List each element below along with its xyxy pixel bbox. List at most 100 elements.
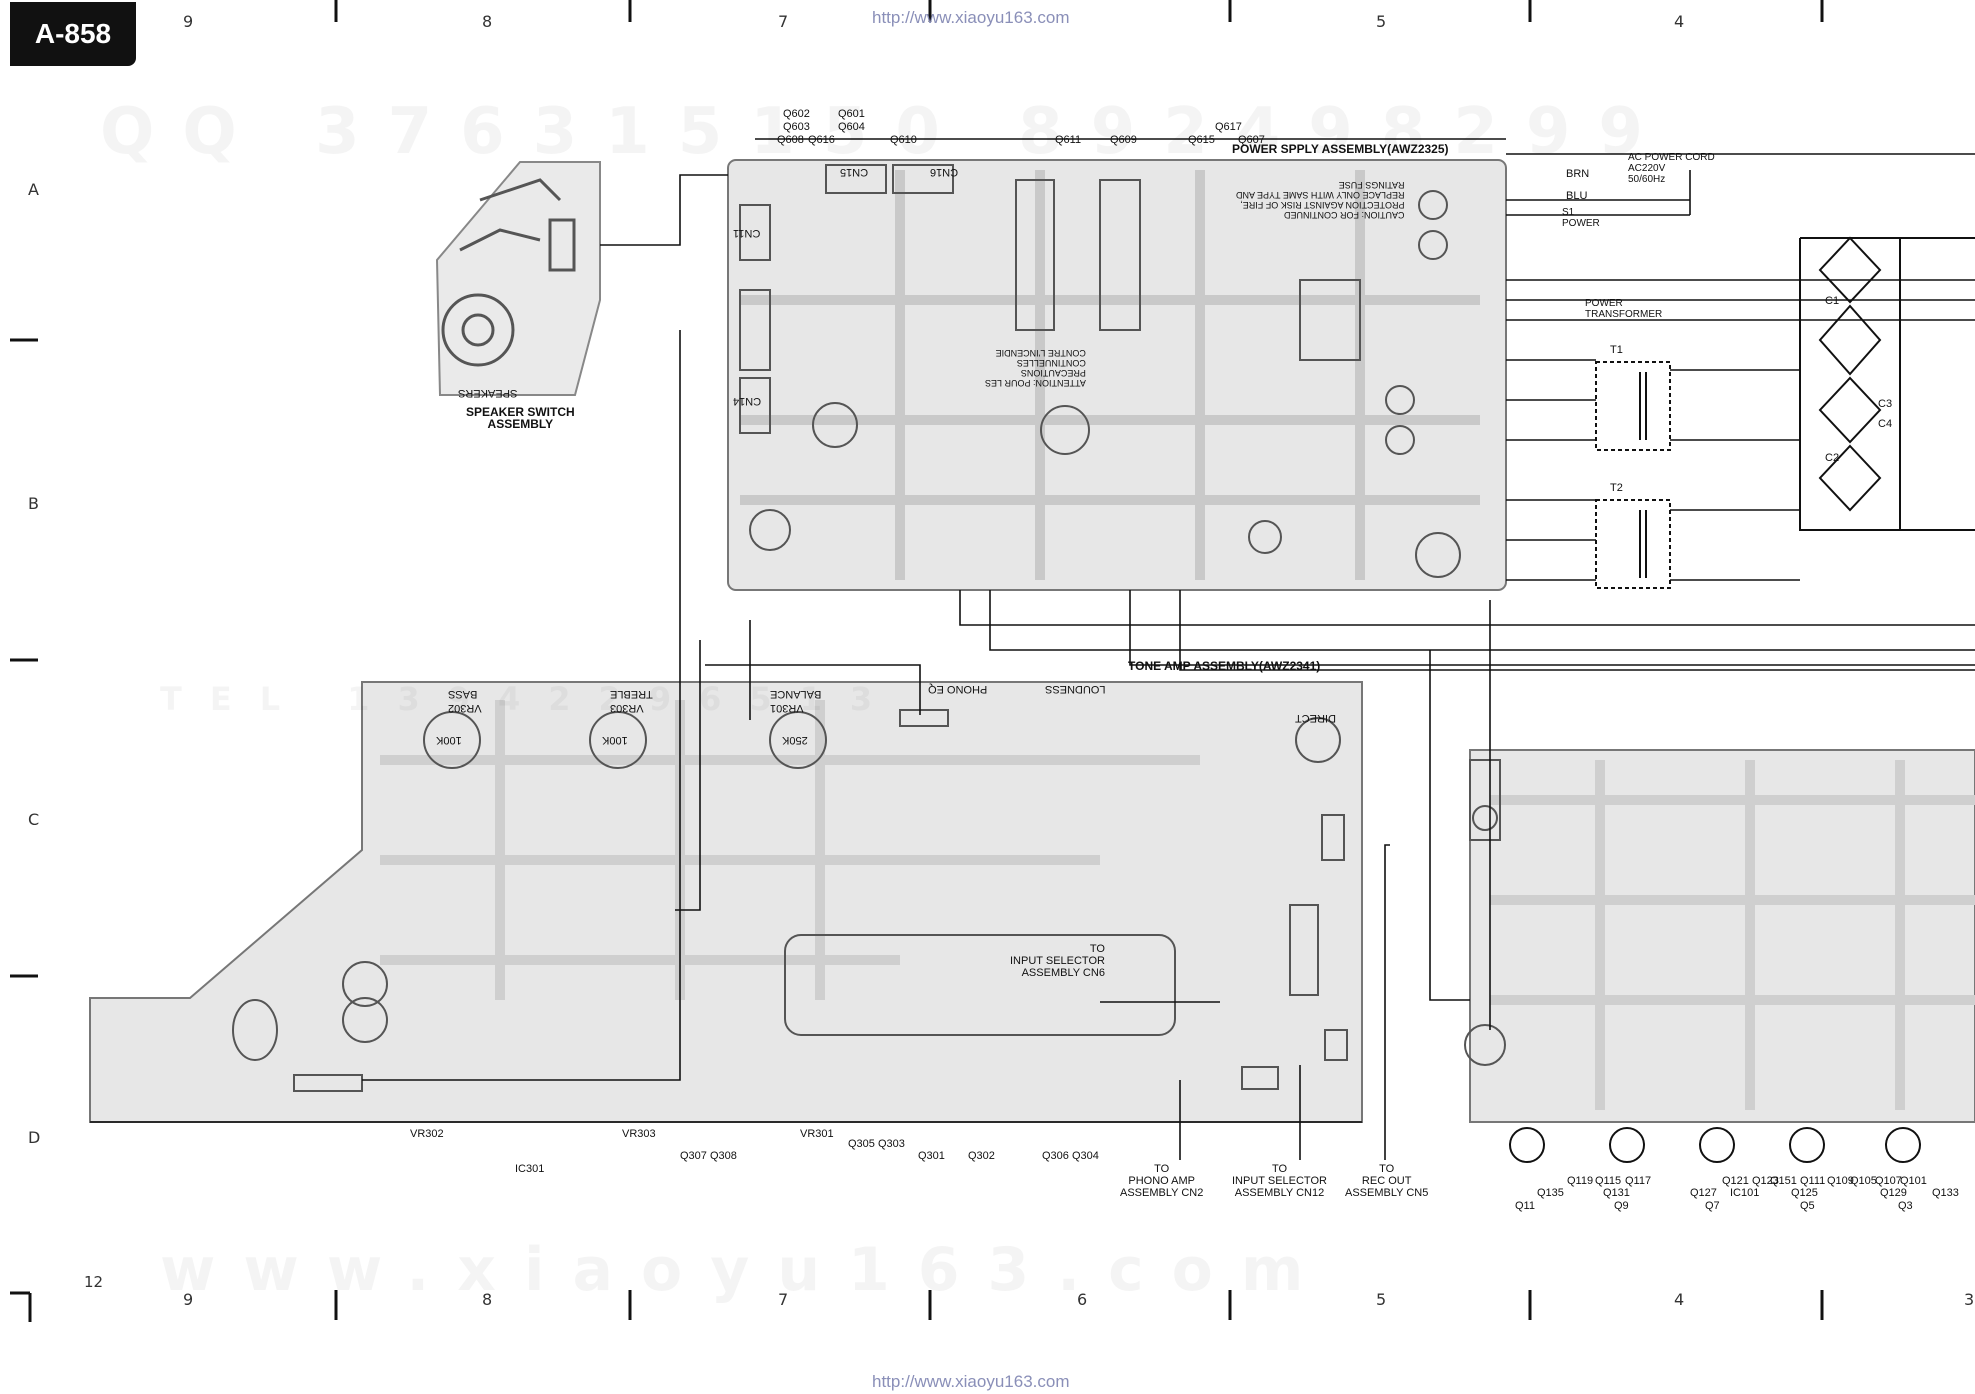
q3-label: Q3 — [1898, 1200, 1913, 1212]
phono-eq-label: PHONO EQ — [928, 683, 988, 695]
q609-label: Q609 — [1110, 134, 1137, 146]
cn14-label: CN14 — [733, 395, 762, 407]
grid-col-top-9: 9 — [183, 12, 194, 31]
vr301-label: VR301 — [770, 702, 804, 714]
q127-label: Q127 — [1690, 1187, 1717, 1199]
left-ruler — [10, 338, 38, 978]
power-supply-title: POWER SPPLY ASSEMBLY(AWZ2325) — [1232, 142, 1449, 156]
grid-col-bottom-7: 7 — [778, 1290, 789, 1309]
ic301-label: IC301 — [515, 1163, 545, 1175]
q9-label: Q9 — [1614, 1200, 1629, 1212]
q111-label: Q111 — [1800, 1175, 1826, 1187]
power-transformer-label: POWER TRANSFORMER — [1585, 298, 1663, 320]
transformers — [1595, 361, 1671, 589]
output-transistors — [1509, 1127, 1921, 1163]
watermark-tel: TEL 13942296513 — [160, 680, 900, 718]
power-supply-board — [727, 159, 1507, 591]
to-phono-amp-cn2: TO PHONO AMP ASSEMBLY CN2 — [1120, 1163, 1204, 1199]
cn16-label: CN16 — [930, 166, 959, 178]
c3-label: C3 — [1878, 398, 1893, 410]
cn15-label: CN15 — [840, 166, 869, 178]
vr302-label: VR302 — [448, 702, 482, 714]
q604-label: Q604 — [838, 121, 865, 133]
q610-label: Q610 — [890, 134, 917, 146]
q7-label: Q7 — [1705, 1200, 1720, 1212]
q105-label: Q105 — [1850, 1175, 1877, 1187]
q115-label: Q115 — [1595, 1175, 1622, 1187]
q151-label: Q151 — [1770, 1175, 1797, 1187]
vr303-label: VR303 — [610, 702, 644, 714]
q109-label: Q109 — [1827, 1175, 1854, 1187]
vr302-bottom-label: VR302 — [410, 1128, 444, 1140]
c1-label: C1 — [1825, 295, 1840, 307]
q305-q303-label: Q305 Q303 — [848, 1138, 905, 1150]
q129-label: Q129 — [1880, 1187, 1907, 1199]
t2-label: T2 — [1610, 482, 1623, 494]
watermark-url: www.xiaoyu163.com — [160, 1235, 1331, 1305]
bass-value: 100K — [436, 734, 462, 746]
brn-label: BRN — [1566, 168, 1590, 180]
q306-q304-label: Q306 Q304 — [1042, 1150, 1099, 1162]
grid-col-bottom-8: 8 — [482, 1290, 493, 1309]
bass-label: BASS — [448, 688, 478, 700]
url-top[interactable]: http://www.xiaoyu163.com — [872, 8, 1070, 27]
grid-col-bottom-5: 5 — [1376, 1290, 1387, 1309]
to-rec-out-cn5: TO REC OUT ASSEMBLY CN5 — [1345, 1163, 1429, 1199]
q307-q308-label: Q307 Q308 — [680, 1150, 737, 1162]
attention-text: ATTENTION: POUR LES PRECAUTIONS CONTINUE… — [985, 348, 1086, 388]
q5-label: Q5 — [1800, 1200, 1815, 1212]
q301-label: Q301 — [918, 1150, 945, 1162]
c2-label: C2 — [1825, 452, 1840, 464]
c4-label: C4 — [1878, 418, 1893, 430]
q131-label: Q131 — [1603, 1187, 1630, 1199]
top-ruler — [334, 0, 1824, 22]
tone-amp-title: TONE AMP ASSEMBLY(AWZ2341) — [1128, 659, 1321, 673]
grid-col-top-4: 4 — [1674, 12, 1685, 31]
wiring — [362, 170, 1975, 1160]
q101-label: Q101 — [1900, 1175, 1927, 1187]
q601-label: Q601 — [838, 108, 865, 120]
q602-label: Q602 — [783, 108, 810, 120]
q121-q123-label: Q121 Q123 — [1722, 1175, 1779, 1187]
speakers-label: SPEAKERS — [458, 387, 518, 399]
grid-col-top-5: 5 — [1376, 12, 1387, 31]
bottom-ruler — [10, 1290, 1824, 1322]
q125-label: Q125 — [1791, 1187, 1818, 1199]
treble-label: TREBLE — [610, 688, 653, 700]
grid-col-bottom-3: 3 — [1964, 1290, 1975, 1309]
url-bottom[interactable]: http://www.xiaoyu163.com — [872, 1372, 1070, 1391]
watermark-qq: QQ 376315150 892498299 — [100, 95, 1671, 169]
grid-col-bottom-9: 9 — [183, 1290, 194, 1309]
speaker-switch-title: SPEAKER SWITCH ASSEMBLY — [466, 405, 575, 431]
grid-row-b: B — [28, 494, 39, 513]
q617-label: Q617 — [1215, 121, 1242, 133]
balance-label: BALANCE — [770, 688, 822, 700]
q11-label: Q11 — [1515, 1200, 1535, 1212]
grid-col-top-7: 7 — [778, 12, 789, 31]
q135-label: Q135 — [1537, 1187, 1564, 1199]
q615-label: Q615 — [1188, 134, 1215, 146]
tone-amp-board — [89, 681, 1363, 1123]
bridge-rectifiers — [1799, 236, 1975, 531]
q616-label: Q616 — [808, 134, 835, 146]
q611-label: Q611 — [1055, 134, 1082, 146]
main-amp-board — [1464, 749, 1975, 1123]
vr303-bottom-label: VR303 — [622, 1128, 656, 1140]
q608-label: Q608 — [777, 134, 804, 146]
direct-label: DIRECT — [1295, 712, 1336, 724]
to-input-selector-cn6: TO INPUT SELECTOR ASSEMBLY CN6 — [1010, 943, 1105, 979]
q133-label: Q133 — [1932, 1187, 1959, 1199]
grid-row-a: A — [28, 180, 39, 199]
to-input-selector-cn12: TO INPUT SELECTOR ASSEMBLY CN12 — [1232, 1163, 1327, 1199]
balance-value: 250K — [782, 734, 808, 746]
grid-row-d: D — [28, 1128, 41, 1147]
treble-value: 100K — [602, 734, 628, 746]
grid-col-top-8: 8 — [482, 12, 493, 31]
q107-label: Q107 — [1875, 1175, 1902, 1187]
speaker-switch-traces — [441, 178, 576, 367]
q119-label: Q119 — [1567, 1175, 1594, 1187]
q607-label: Q607 — [1238, 134, 1265, 146]
grid-row-c: C — [28, 810, 40, 829]
q302-label: Q302 — [968, 1150, 995, 1162]
